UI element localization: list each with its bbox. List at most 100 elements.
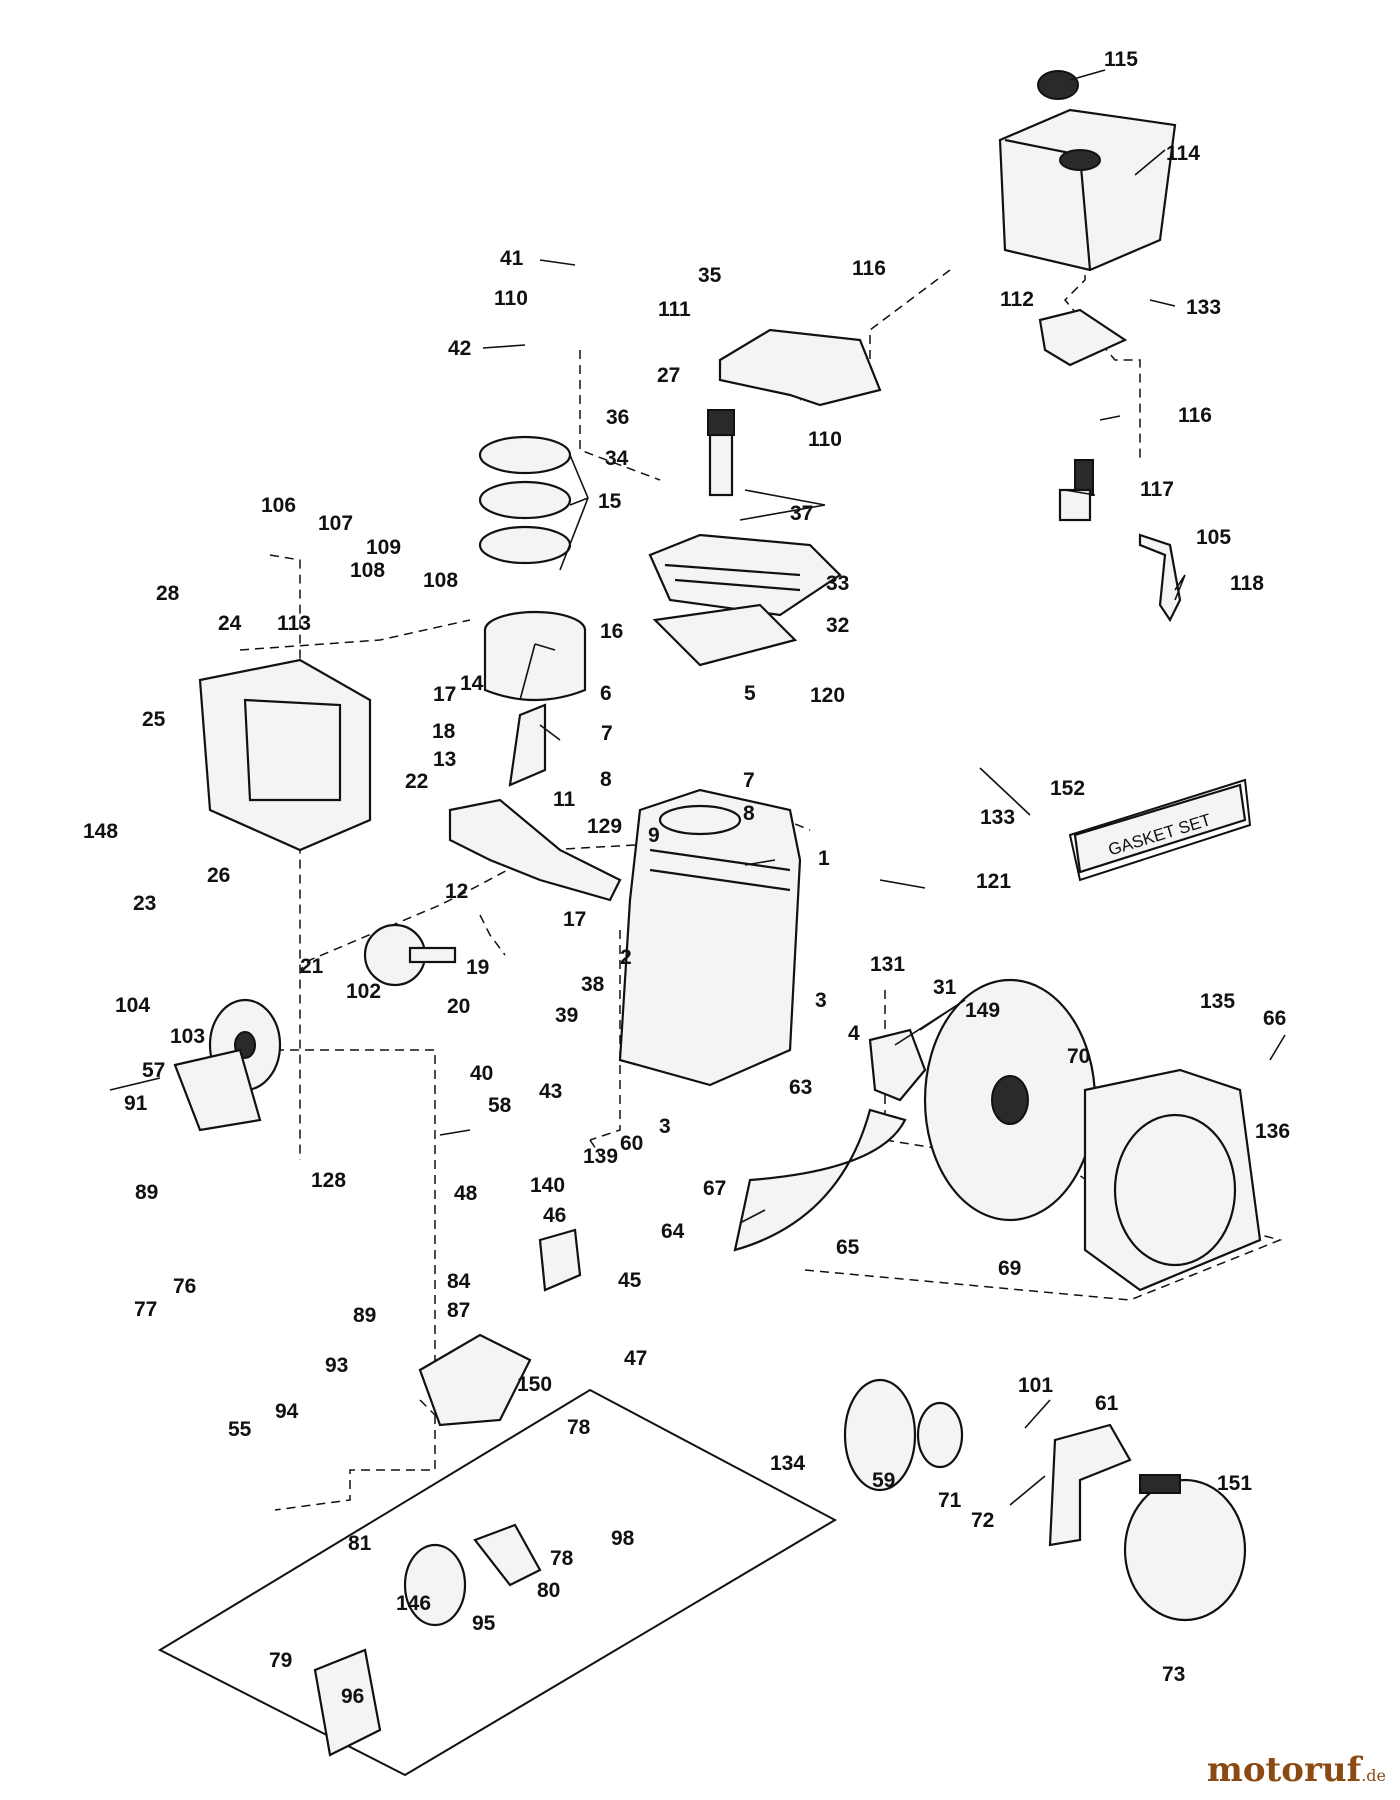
label-48: 48 [454,1182,478,1205]
label-19: 19 [466,956,489,979]
label-6: 6 [600,682,612,705]
label-93: 93 [325,1354,348,1377]
label-113: 113 [277,612,311,635]
label-133: 133 [980,806,1015,829]
label-110: 110 [808,428,842,451]
label-89: 89 [353,1304,376,1327]
label-28: 28 [156,582,180,605]
label-36: 36 [606,406,629,429]
label-26: 26 [207,864,230,887]
label-25: 25 [142,708,166,731]
flywheel [923,978,1097,1222]
label-34: 34 [605,447,629,470]
label-149: 149 [965,999,1000,1022]
label-17: 17 [433,683,456,706]
cam-gear [363,923,457,987]
label-15: 15 [598,490,622,513]
label-139: 139 [583,1145,618,1168]
label-2: 2 [620,946,632,969]
label-64: 64 [661,1220,685,1243]
label-47: 47 [624,1347,647,1370]
label-152: 152 [1050,777,1085,800]
label-65: 65 [836,1236,860,1259]
label-133: 133 [1186,296,1221,319]
label-69: 69 [998,1257,1021,1280]
label-72: 72 [971,1509,994,1532]
label-148: 148 [83,820,118,843]
blower-housing [1083,1068,1262,1292]
label-22: 22 [405,770,428,793]
label-12: 12 [445,880,468,903]
label-70: 70 [1067,1045,1090,1068]
starter-cup [916,1401,964,1469]
governor-bracket [173,1048,262,1132]
label-101: 101 [1018,1374,1053,1397]
recoil-starter [1123,1474,1247,1622]
label-116: 116 [1178,404,1212,427]
label-128: 128 [311,1169,346,1192]
label-20: 20 [447,995,470,1018]
label-80: 80 [537,1579,560,1602]
label-40: 40 [470,1062,493,1085]
shroud [733,1108,907,1252]
air-filter [403,1543,467,1627]
gasket-set-box [1068,778,1252,882]
label-7: 7 [601,722,613,745]
label-131: 131 [870,953,905,976]
label-37: 37 [790,502,813,525]
label-23: 23 [133,892,156,915]
watermark-name: motoruf [1206,1750,1362,1790]
label-57: 57 [142,1059,165,1082]
label-109: 109 [366,536,401,559]
carburetor [418,1333,532,1427]
label-117: 117 [1140,478,1174,501]
label-108: 108 [350,559,385,582]
label-146: 146 [396,1592,431,1615]
connecting-rod [508,703,547,787]
air-cleaner-box [157,1388,838,1777]
head-gasket [652,603,798,667]
label-27: 27 [657,364,680,387]
label-105: 105 [1196,526,1231,549]
label-94: 94 [275,1400,299,1423]
label-112: 112 [1000,288,1034,311]
label-45: 45 [618,1269,642,1292]
blower-bracket [1048,1423,1132,1547]
label-134: 134 [770,1452,805,1475]
label-116: 116 [852,257,886,280]
label-91: 91 [124,1092,148,1115]
label-95: 95 [472,1612,496,1635]
muffler [313,1648,382,1757]
label-78: 78 [550,1547,574,1570]
label-58: 58 [488,1094,512,1117]
label-63: 63 [789,1076,812,1099]
label-7: 7 [743,769,755,792]
label-151: 151 [1217,1472,1252,1495]
label-81: 81 [348,1532,372,1555]
piston-rings [478,435,572,565]
piston [483,610,587,702]
label-103: 103 [170,1025,205,1048]
label-140: 140 [530,1174,565,1197]
label-38: 38 [581,973,605,996]
label-110: 110 [494,287,528,310]
label-135: 135 [1200,990,1235,1013]
air-cleaner-cover [473,1523,542,1587]
label-33: 33 [826,572,849,595]
label-66: 66 [1263,1007,1286,1030]
label-104: 104 [115,994,150,1017]
label-3: 3 [659,1115,671,1138]
label-76: 76 [173,1275,196,1298]
label-59: 59 [872,1469,895,1492]
label-8: 8 [600,768,612,791]
label-102: 102 [346,980,381,1003]
label-55: 55 [228,1418,252,1441]
cylinder-head-cover-plate [718,328,882,407]
label-60: 60 [620,1132,643,1155]
ignition-coil [868,1028,927,1102]
label-71: 71 [938,1489,962,1512]
label-78: 78 [567,1416,591,1439]
gasket-set-package: GASKET SET [1073,783,1247,874]
label-114: 114 [1166,142,1200,165]
